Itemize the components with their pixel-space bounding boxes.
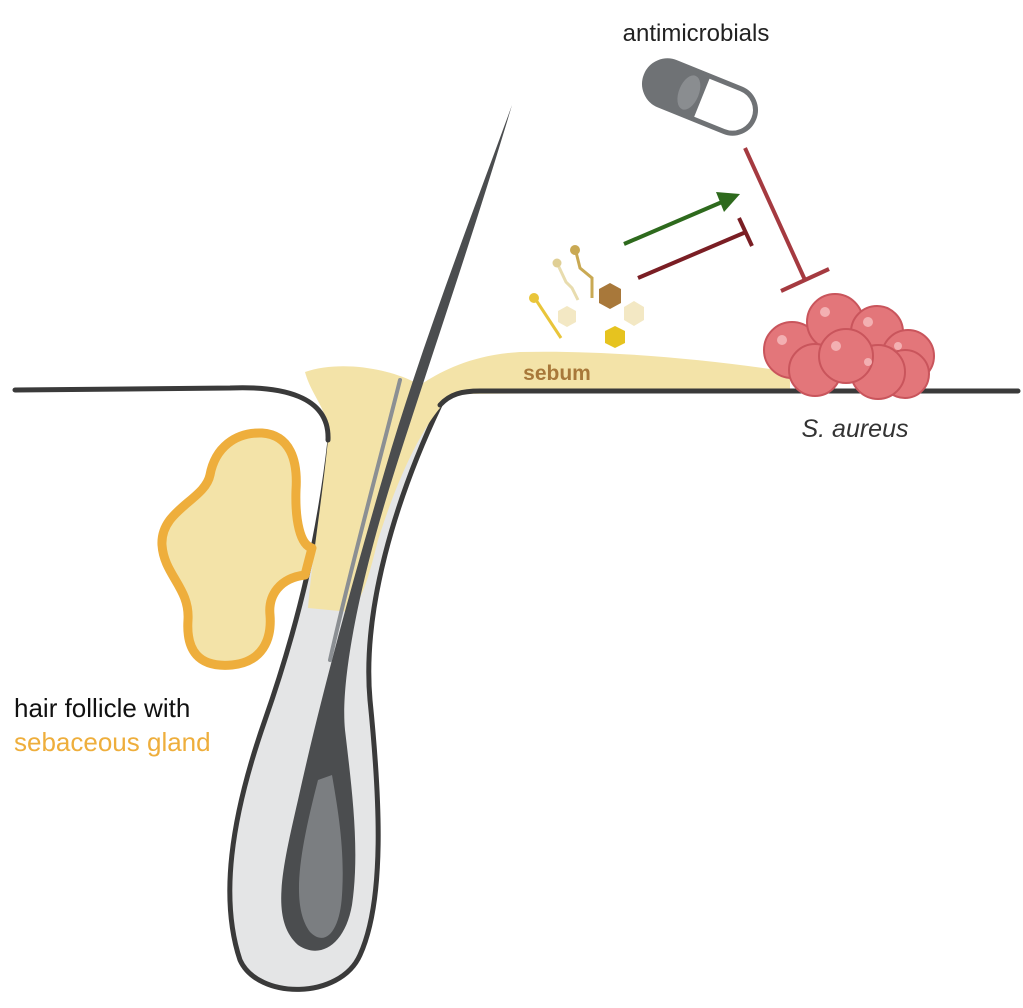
fatty-acid-icon xyxy=(570,245,594,298)
skin-surface-left xyxy=(12,385,331,443)
sebum-inhibition-arrow xyxy=(637,217,754,280)
bacteria-cluster-icon xyxy=(763,293,935,400)
lipid-hexagon-icon xyxy=(599,283,621,309)
antimicrobials-label: antimicrobials xyxy=(623,20,770,47)
follicle-label-line2: sebaceous gland xyxy=(14,727,211,757)
hair-shaft xyxy=(281,105,512,951)
lipid-hexagon-icon xyxy=(558,306,576,327)
s-aureus-label: S. aureus xyxy=(801,415,908,443)
fatty-acid-icon xyxy=(552,258,580,301)
skin-surface-right xyxy=(437,388,1021,408)
lipid-hexagon-icon xyxy=(605,326,625,348)
antimicrobial-inhibition-arrow xyxy=(743,147,830,293)
promote-arrow xyxy=(623,192,740,246)
follicle-label-line1: hair follicle with xyxy=(14,693,190,723)
sebaceous-gland xyxy=(157,428,317,670)
lipid-hexagon-icon xyxy=(624,301,644,326)
sebum-layer xyxy=(305,351,790,612)
capsule-icon xyxy=(642,58,758,136)
sebum-label: sebum xyxy=(523,362,591,385)
hair-highlight xyxy=(328,378,402,662)
fatty-acid-icon xyxy=(529,293,563,339)
hair-bulb-inner xyxy=(298,775,343,938)
